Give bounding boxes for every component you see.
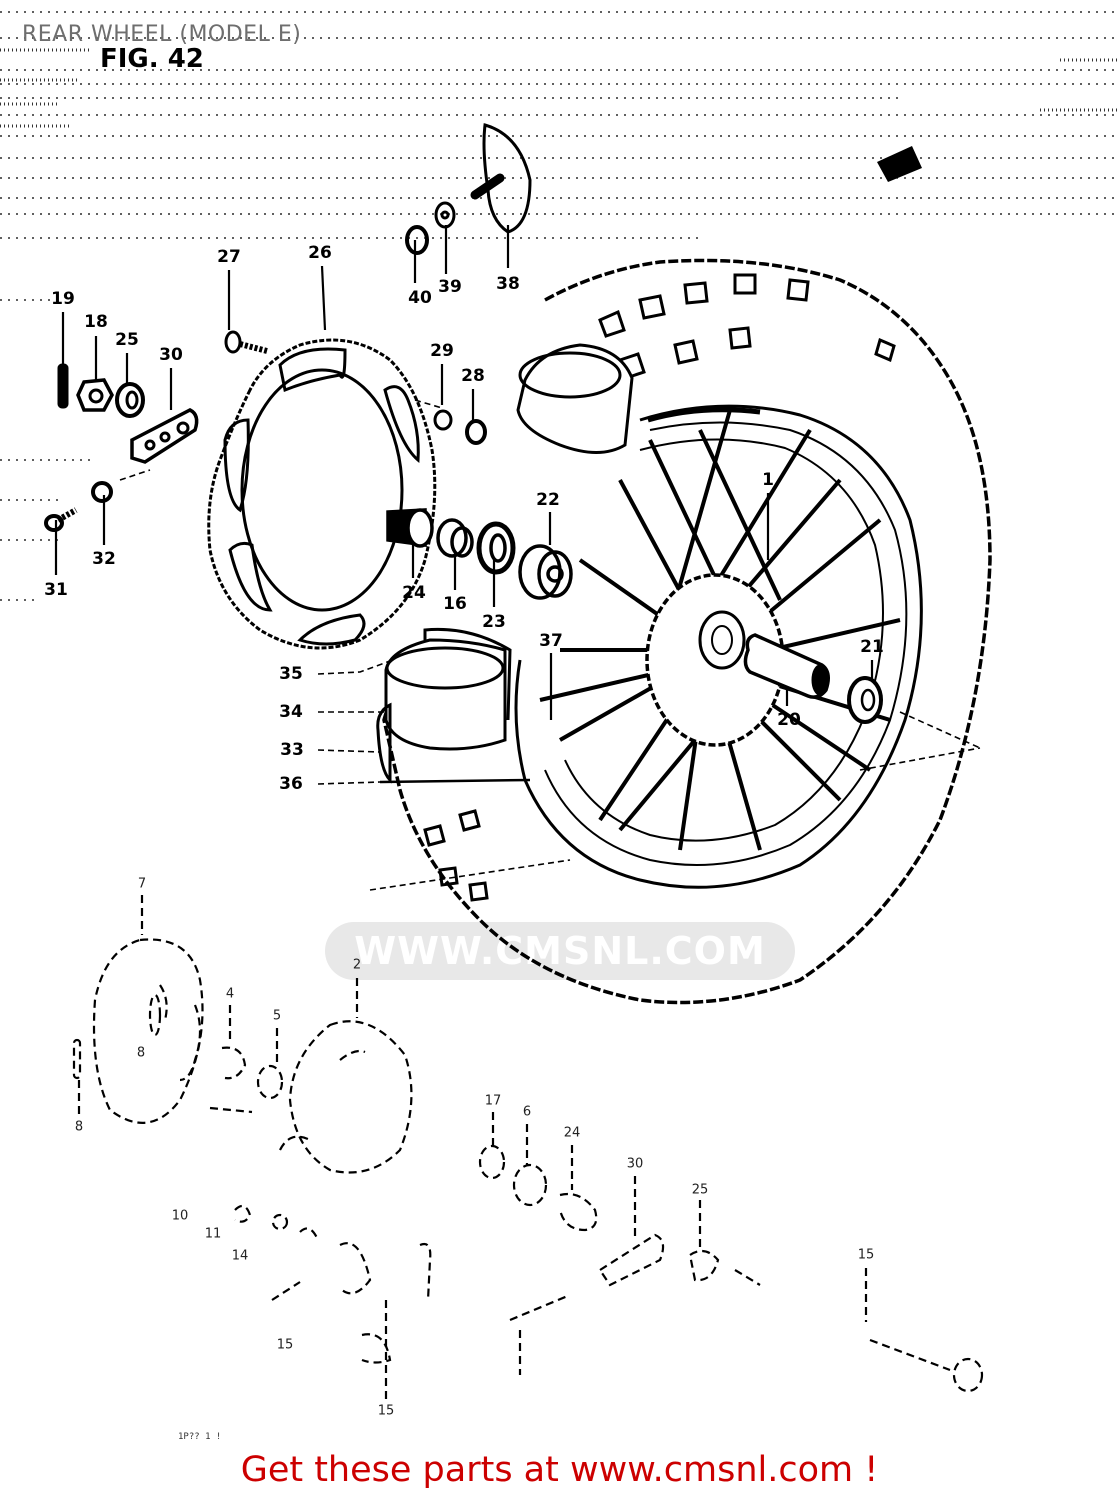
part-label-36[interactable]: 36 bbox=[279, 774, 303, 794]
left-hardware bbox=[44, 330, 487, 532]
part-label-2[interactable]: 2 bbox=[352, 957, 362, 973]
part-label-31[interactable]: 31 bbox=[44, 580, 68, 600]
part-label-28[interactable]: 28 bbox=[461, 366, 485, 386]
part-label-15c[interactable]: 15 bbox=[857, 1247, 875, 1263]
part-label-16[interactable]: 16 bbox=[443, 594, 467, 614]
direction-arrow-icon bbox=[877, 146, 922, 182]
part-label-25[interactable]: 25 bbox=[115, 330, 139, 350]
part-label-21[interactable]: 21 bbox=[860, 637, 884, 657]
part-label-40[interactable]: 40 bbox=[408, 288, 432, 308]
part-label-14[interactable]: 14 bbox=[231, 1248, 249, 1264]
watermark-banner: WWW.CMSNL.COM bbox=[325, 922, 795, 980]
part-label-1[interactable]: 1 bbox=[762, 470, 774, 490]
rear-wheel bbox=[382, 258, 992, 1005]
part-label-27[interactable]: 27 bbox=[217, 247, 241, 267]
brake-assembly bbox=[72, 895, 984, 1400]
part-label-37[interactable]: 37 bbox=[539, 631, 563, 651]
part-label-35[interactable]: 35 bbox=[279, 664, 303, 684]
part-label-18[interactable]: 18 bbox=[84, 312, 108, 332]
page-title: REAR WHEEL (MODEL E) bbox=[22, 22, 302, 47]
part-label-6[interactable]: 6 bbox=[522, 1104, 532, 1120]
part-label-24b[interactable]: 24 bbox=[563, 1125, 581, 1141]
reference-code: 1P?? 1 ! bbox=[178, 1432, 222, 1442]
part-label-39[interactable]: 39 bbox=[438, 277, 462, 297]
part-label-23[interactable]: 23 bbox=[482, 612, 506, 632]
part-label-30b[interactable]: 30 bbox=[626, 1156, 644, 1172]
part-label-29[interactable]: 29 bbox=[430, 341, 454, 361]
part-label-7[interactable]: 7 bbox=[137, 876, 147, 892]
part-label-17[interactable]: 17 bbox=[484, 1093, 502, 1109]
tube-and-flap bbox=[376, 343, 634, 784]
scan-noise bbox=[0, 11, 1119, 601]
part-label-15a[interactable]: 15 bbox=[276, 1337, 294, 1353]
part-label-22[interactable]: 22 bbox=[536, 490, 560, 510]
part-label-10[interactable]: 10 bbox=[171, 1208, 189, 1224]
part-label-15b[interactable]: 15 bbox=[377, 1403, 395, 1419]
part-label-19[interactable]: 19 bbox=[51, 289, 75, 309]
figure-number: FIG. 42 bbox=[100, 44, 204, 74]
part-label-4[interactable]: 4 bbox=[225, 986, 235, 1002]
part-label-34[interactable]: 34 bbox=[279, 702, 303, 722]
chain-guard-hardware bbox=[405, 123, 532, 255]
part-label-24[interactable]: 24 bbox=[402, 583, 426, 603]
dashed-leaders bbox=[119, 399, 981, 891]
part-label-32[interactable]: 32 bbox=[92, 549, 116, 569]
shop-link[interactable]: Get these parts at www.cmsnl.com ! bbox=[240, 1450, 879, 1490]
part-label-20[interactable]: 20 bbox=[777, 710, 801, 730]
part-label-33[interactable]: 33 bbox=[280, 740, 304, 760]
watermark-text: WWW.CMSNL.COM bbox=[354, 929, 766, 973]
hub-spacers bbox=[386, 508, 573, 600]
part-label-8b[interactable]: 8 bbox=[74, 1119, 84, 1135]
part-label-38[interactable]: 38 bbox=[496, 274, 520, 294]
part-label-26[interactable]: 26 bbox=[308, 243, 332, 263]
part-label-25b[interactable]: 25 bbox=[691, 1182, 709, 1198]
part-label-30[interactable]: 30 bbox=[159, 345, 183, 365]
part-label-8[interactable]: 8 bbox=[136, 1045, 146, 1061]
part-label-11[interactable]: 11 bbox=[204, 1226, 222, 1242]
part-label-5[interactable]: 5 bbox=[272, 1008, 282, 1024]
sprocket bbox=[207, 338, 437, 650]
scan-noise-heavy bbox=[0, 48, 1119, 128]
